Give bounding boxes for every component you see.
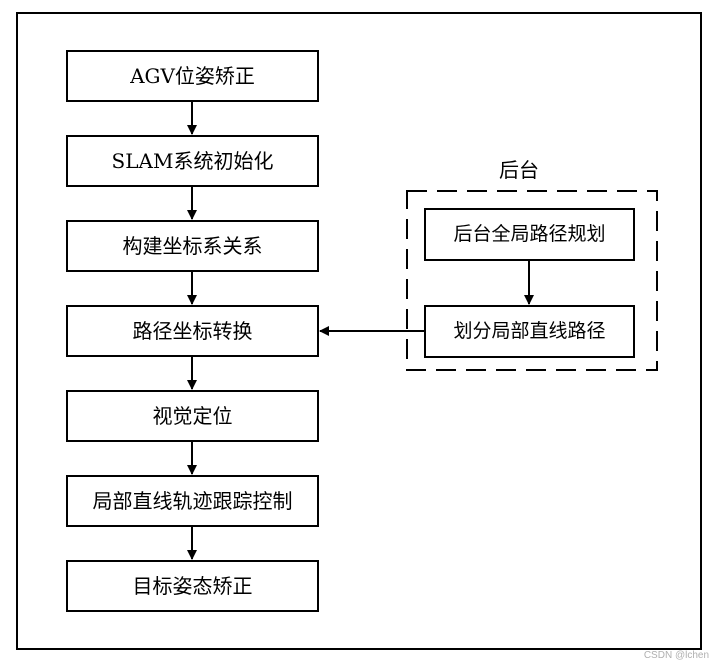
node-global-path-planning: 后台全局路径规划 (424, 208, 635, 261)
node-visual-positioning: 视觉定位 (66, 390, 319, 442)
diagram-frame (16, 12, 702, 650)
node-path-coordinate-transform: 路径坐标转换 (66, 305, 319, 357)
node-slam-init: SLAM系统初始化 (66, 135, 319, 187)
watermark: CSDN @lchen (643, 650, 709, 661)
node-local-line-division: 划分局部直线路径 (424, 305, 635, 358)
node-agv-pose-correction: AGV位姿矫正 (66, 50, 319, 102)
backend-group-border (406, 190, 658, 371)
backend-title: 后台 (499, 158, 539, 182)
node-local-line-tracking-control: 局部直线轨迹跟踪控制 (66, 475, 319, 527)
node-target-pose-correction: 目标姿态矫正 (66, 560, 319, 612)
node-build-coordinate-relation: 构建坐标系关系 (66, 220, 319, 272)
